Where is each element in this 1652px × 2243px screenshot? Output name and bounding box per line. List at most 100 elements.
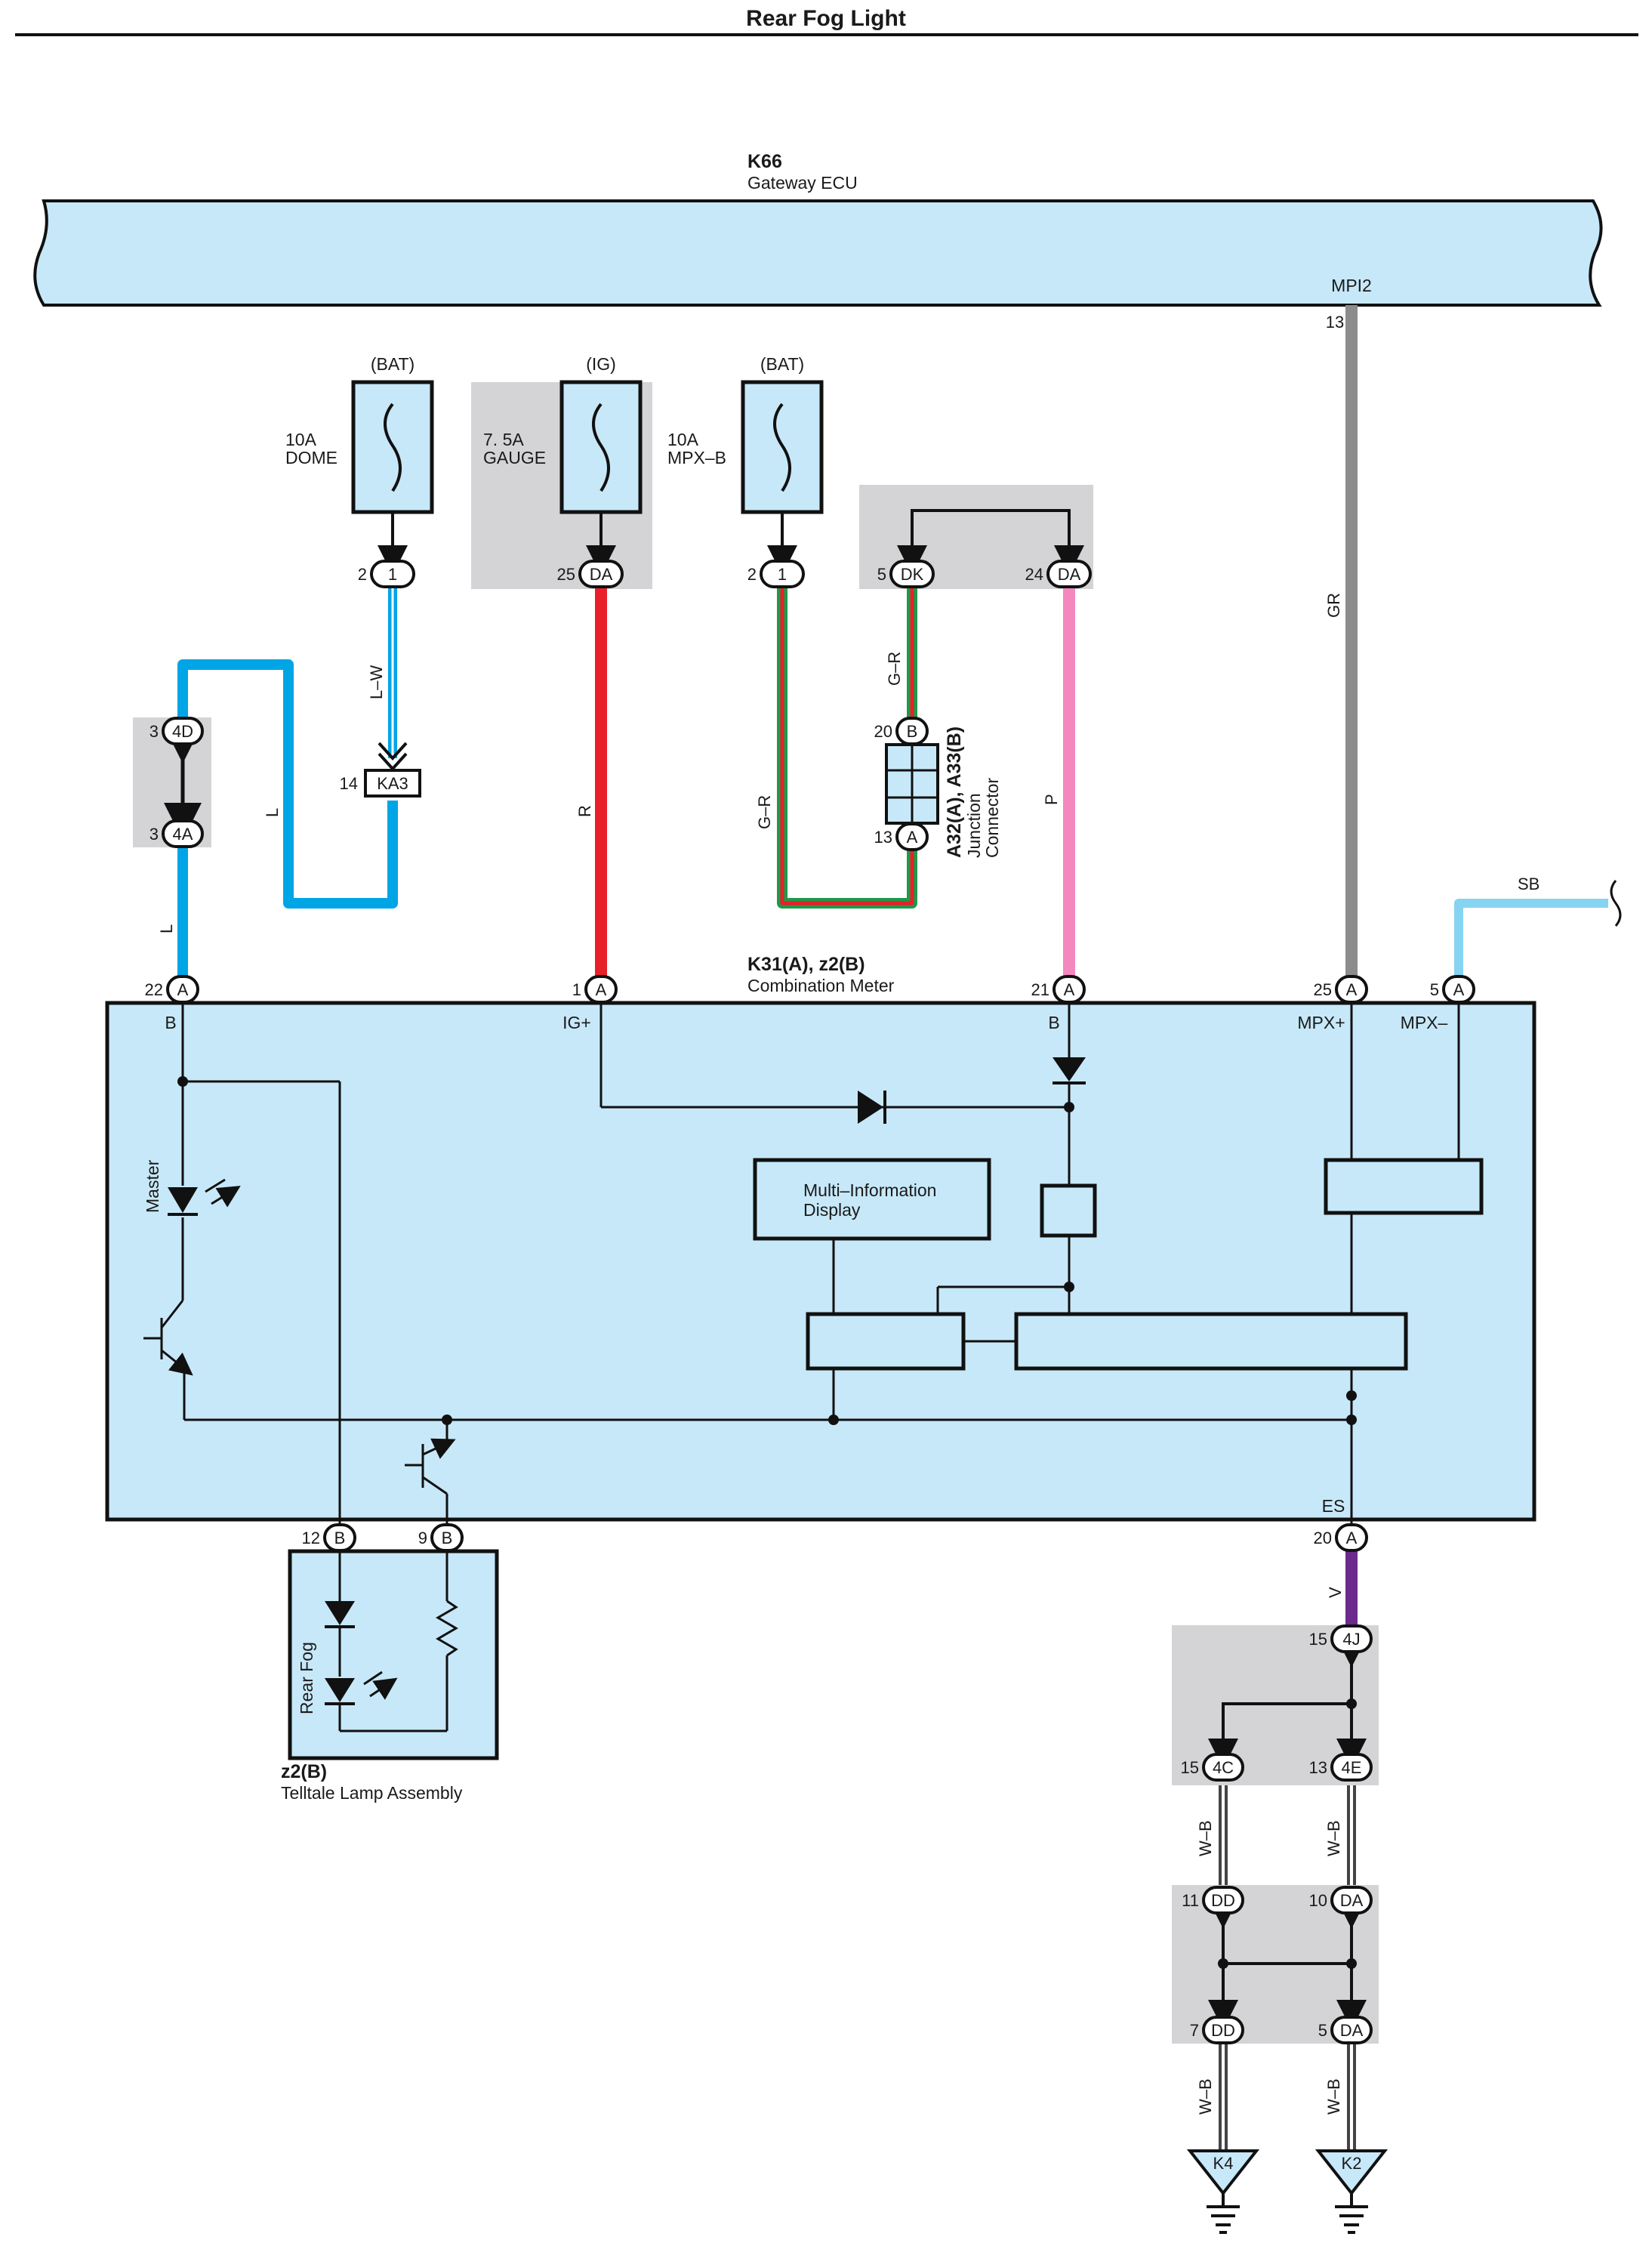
connector-m25-pin: 25 — [1314, 980, 1332, 999]
gateway-name: Gateway ECU — [747, 173, 858, 193]
master-led: Master — [143, 1159, 231, 1216]
fuse-mpxb: (BAT) 10A MPX–B — [667, 354, 824, 514]
fuse-dome-supply: (BAT) — [371, 354, 415, 374]
connector-m20-shell — [1335, 1523, 1368, 1552]
connector-m1-label: A — [596, 980, 607, 999]
control-block-left — [806, 1312, 966, 1371]
lower-dots — [1218, 1698, 1357, 1969]
connector-dome_out-shell — [370, 560, 415, 588]
connector-m22: A 22 — [145, 975, 199, 1004]
connector-cdd7-label: DD — [1211, 2021, 1235, 2040]
connector-gauge_out-label: DA — [590, 565, 613, 584]
gateway-terminal: MPI2 — [1331, 276, 1372, 295]
connector-c4c-label: 4C — [1213, 1758, 1234, 1777]
b-block — [1040, 1183, 1097, 1238]
connector-c4j-label: 4J — [1342, 1630, 1360, 1649]
fuse-gauge-element — [592, 403, 610, 492]
ground-k2-label: K2 — [1342, 2154, 1362, 2173]
connector-cdd7-shell — [1202, 2016, 1244, 2044]
connector-gauge_out-pin: 25 — [557, 565, 575, 584]
connector-dk: DK5 — [877, 560, 935, 588]
connector-m22-shell — [166, 975, 199, 1004]
meter-code: K31(A), z2(B) — [747, 954, 865, 975]
connector-c4c-pin: 15 — [1181, 1758, 1199, 1777]
master-label: Master — [143, 1159, 162, 1213]
connector-da24-shell — [1046, 560, 1092, 588]
connector-cda5-label: DA — [1340, 2021, 1364, 2040]
connector-c4e-shell — [1330, 1753, 1373, 1782]
connector-dome_out-label: 1 — [388, 565, 397, 584]
connector-da24-pin: 24 — [1025, 565, 1043, 584]
connector-mpxb_out-shell — [760, 560, 805, 588]
sb-break-mark — [1610, 880, 1622, 927]
ground-k2: K2 — [1315, 2149, 1388, 2234]
ig-diode — [858, 1091, 886, 1124]
wire-label-gr2: G–R — [885, 652, 904, 686]
wire-label-wb4: W–B — [1324, 2078, 1343, 2115]
wire-label-gr: GR — [1324, 593, 1343, 618]
fuse-dome: (BAT) 10A DOME — [285, 354, 434, 514]
connector-ja-shell — [895, 822, 929, 851]
wire-label-v: V — [1326, 1587, 1345, 1598]
connector-c4j-shell — [1330, 1624, 1373, 1653]
connector-jb: B20 — [874, 717, 929, 745]
junction-line1: Junction — [964, 793, 984, 858]
meter-blocks — [753, 1158, 1484, 1371]
meter-terminal-mpxp: MPX+ — [1297, 1013, 1345, 1032]
meter-internal-lines — [143, 989, 1460, 1533]
connector-c4d: 4D3 — [149, 717, 204, 745]
meter-terminal-b2: B — [1048, 1013, 1059, 1032]
wires — [177, 305, 1608, 2151]
connector-m25-shell — [1335, 975, 1368, 1004]
fuse-gauge-supply: (IG) — [586, 354, 616, 374]
ka3-label: KA3 — [377, 774, 408, 793]
connector-m1-pin: 1 — [572, 980, 581, 999]
ka3-box — [364, 769, 421, 798]
wire-label-p: P — [1042, 794, 1061, 805]
connector-cda5: DA5 — [1318, 2016, 1373, 2044]
mid-line2: Display — [803, 1200, 861, 1220]
fuse-gauge: (IG) 7. 5A GAUGE — [483, 354, 643, 514]
control-block-right — [1014, 1312, 1408, 1371]
fuse-leads — [378, 509, 1084, 575]
connector-jb-shell — [895, 717, 929, 745]
meter-name: Combination Meter — [747, 976, 895, 995]
connector-c4d-shell — [162, 717, 204, 745]
connector-gauge_out: DA 25 — [557, 560, 624, 588]
connector-cdd11-shell — [1202, 1886, 1244, 1914]
connector-da24-label: DA — [1058, 565, 1081, 584]
connector-m22-label: A — [177, 980, 189, 999]
telltale-lamp-label: Rear Fog — [297, 1642, 316, 1714]
combination-meter-body — [105, 1001, 1536, 1522]
connector-dk-shell — [889, 560, 935, 588]
telltale-code: z2(B) — [281, 1761, 327, 1782]
wire-label-sb: SB — [1518, 875, 1540, 893]
connector-m22-pin: 22 — [145, 980, 163, 999]
connector-ja-pin: 13 — [874, 828, 892, 847]
connector-m21-pin: 21 — [1031, 980, 1049, 999]
fuse-dome-element — [384, 403, 402, 492]
connector-c4d-pin: 3 — [149, 722, 159, 741]
gateway-code: K66 — [747, 151, 782, 172]
meter-terminal-mpxm: MPX– — [1401, 1013, 1448, 1032]
meter-terminal-es: ES — [1322, 1496, 1345, 1516]
wire-label-l1: L — [263, 808, 282, 817]
connector-t12-label: B — [334, 1529, 346, 1547]
fuse-dome-rating: 10A — [285, 430, 317, 449]
connector-m5-label: A — [1453, 980, 1465, 999]
connector-c4e-pin: 13 — [1309, 1758, 1327, 1777]
fuse-mpxb-rating: 10A — [667, 430, 699, 449]
connector-dk-label: DK — [901, 565, 924, 584]
connector-cda10-label: DA — [1340, 1891, 1364, 1910]
connector-ka3: KA3 14 — [340, 742, 421, 798]
connector-t9-pin: 9 — [418, 1529, 427, 1547]
fuse-mpxb-element — [773, 403, 791, 492]
connector-m25-label: A — [1346, 980, 1358, 999]
connector-cdd11-label: DD — [1211, 1891, 1235, 1910]
wire-labels: L–W L L R G–R G–R P GR SB V W–B W–B W–B … — [157, 593, 1540, 2115]
wire-label-gr1: G–R — [755, 795, 774, 829]
fuse-gauge-name: GAUGE — [483, 448, 546, 467]
fuse-gauge-rating: 7. 5A — [483, 430, 524, 449]
